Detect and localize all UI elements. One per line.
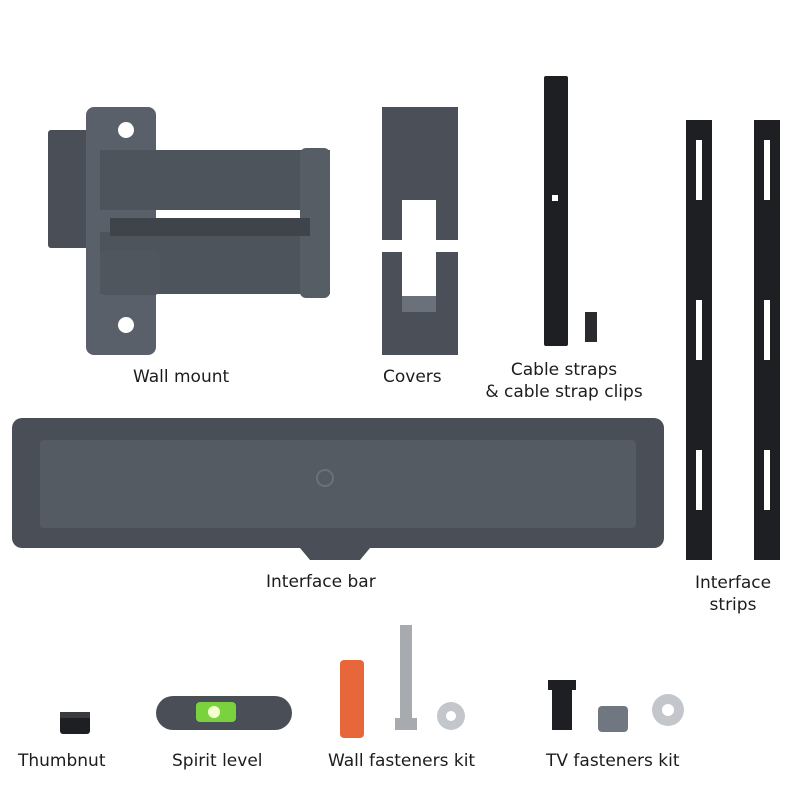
wall-fasteners-part <box>340 625 465 738</box>
label-covers: Covers <box>383 367 442 387</box>
label-cable-straps: Cable straps & cable strap clips <box>485 360 643 402</box>
label-spirit-level: Spirit level <box>172 751 263 771</box>
label-tv-fasteners-kit: TV fasteners kit <box>546 751 680 771</box>
label-wall-mount: Wall mount <box>133 367 230 387</box>
cable-straps-part <box>544 76 597 346</box>
label-thumbnut: Thumbnut <box>18 751 106 771</box>
label-interface-bar: Interface bar <box>266 572 376 592</box>
interface-strips-part <box>686 120 780 560</box>
interface-bar-part <box>12 418 664 560</box>
thumbnut-part <box>60 712 90 734</box>
wall-mount-part <box>48 107 330 355</box>
label-interface-strips: Interface strips <box>694 573 772 615</box>
label-wall-fasteners-kit: Wall fasteners kit <box>328 751 476 771</box>
covers-part <box>382 107 458 355</box>
tv-fasteners-part <box>548 680 684 732</box>
spirit-level-part <box>156 696 292 730</box>
